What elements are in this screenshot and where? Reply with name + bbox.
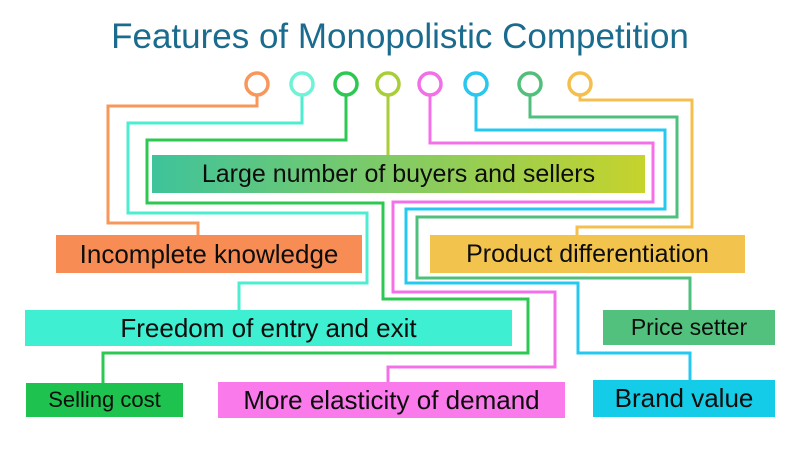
connector-cyan (404, 95, 692, 381)
page-title: Features of Monopolistic Competition (111, 17, 689, 56)
node-more-elasticity (417, 71, 443, 97)
connector-orange (106, 95, 259, 236)
feature-box-price-setter: Price setter (603, 310, 775, 345)
feature-box-incomplete-knowledge: Incomplete knowledge (56, 235, 362, 273)
feature-box-selling-cost: Selling cost (26, 383, 183, 417)
feature-box-large-number: Large number of buyers and sellers (152, 155, 645, 193)
node-incomplete-knowledge (244, 71, 270, 97)
feature-box-product-differentiation: Product differentiation (430, 235, 745, 273)
node-selling-cost (333, 71, 359, 97)
node-freedom-entry-exit (289, 71, 315, 97)
node-large-number (375, 71, 401, 97)
feature-label-large-number: Large number of buyers and sellers (201, 159, 596, 188)
feature-label-price-setter: Price setter (630, 314, 748, 340)
node-price-setter (517, 71, 543, 97)
feature-label-selling-cost: Selling cost (48, 387, 161, 412)
node-product-differentiation (567, 71, 593, 97)
feature-box-more-elasticity: More elasticity of demand (218, 382, 565, 418)
feature-box-brand-value: Brand value (593, 380, 775, 417)
feature-label-brand-value: Brand value (614, 383, 754, 413)
connector-magenta (386, 95, 655, 383)
connector-aquamarine (126, 95, 369, 311)
feature-label-freedom-entry-exit: Freedom of entry and exit (120, 312, 417, 343)
connector-green (101, 95, 530, 384)
connector-seagreen (415, 95, 692, 311)
feature-label-product-differentiation: Product differentiation (466, 239, 709, 268)
feature-label-more-elasticity: More elasticity of demand (243, 384, 540, 415)
feature-box-freedom-entry-exit: Freedom of entry and exit (25, 310, 512, 346)
connector-amber (575, 95, 694, 236)
node-brand-value (463, 71, 489, 97)
feature-label-incomplete-knowledge: Incomplete knowledge (79, 238, 339, 269)
